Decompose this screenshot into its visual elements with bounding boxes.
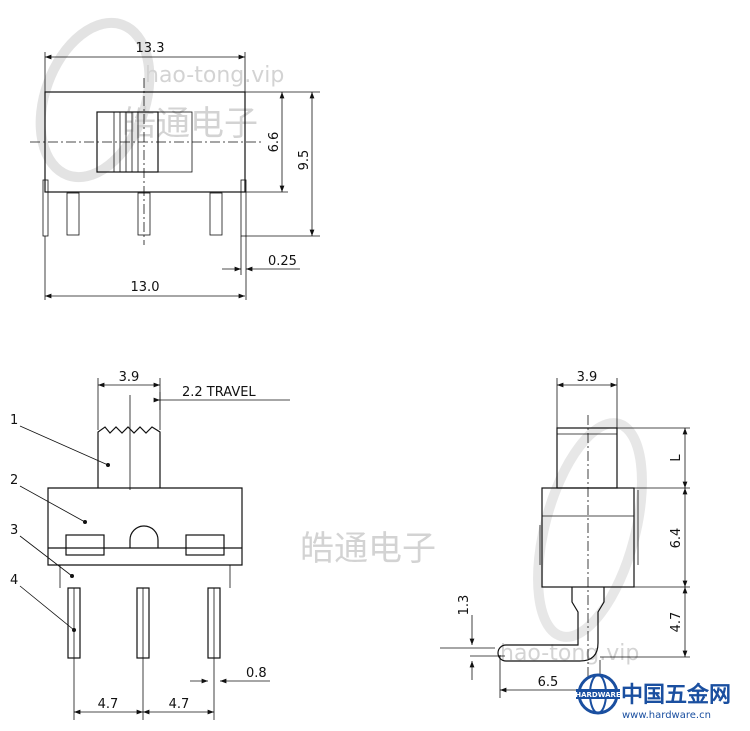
dim-body-height: 6.4 (669, 528, 684, 549)
watermark-url: hao-tong.vip (145, 63, 284, 88)
dim-pin-thickness: 0.25 (268, 254, 297, 269)
logo-badge: HARDWARE (575, 691, 621, 699)
watermark-name-2: 皓通电子 (300, 529, 436, 569)
dim-travel: 2.2 TRAVEL (182, 385, 256, 400)
top-view: 13.3 6.6 9.5 0.25 13.0 (30, 41, 320, 300)
dim-actuator-width: 3.9 (119, 370, 140, 385)
dim-pin-length: 4.7 (669, 612, 684, 633)
logo-url: www.hardware.cn (622, 710, 711, 721)
dim-width-bottom: 13.0 (131, 280, 160, 295)
front-view: 3.9 2.2 TRAVEL 4.7 4.7 0.8 1 2 3 4 (10, 370, 290, 720)
watermark-name: 皓通电子 (122, 104, 258, 144)
dim-bend-length: 6.5 (538, 675, 559, 690)
watermark: hao-tong.vip 皓通电子 hao-tong.vip 皓通电子 (35, 17, 647, 666)
dim-pitch-right: 4.7 (169, 697, 190, 712)
callout-4: 4 (10, 573, 18, 588)
dim-pin-width: 0.8 (246, 666, 267, 681)
dim-bend-height: 1.3 (457, 595, 472, 616)
dim-side-actuator-width: 3.9 (577, 370, 598, 385)
dim-pitch-left: 4.7 (98, 697, 119, 712)
logo-title: 中国五金网 (621, 682, 731, 708)
dim-actuator-length: L (669, 454, 684, 462)
dim-total-height: 9.5 (297, 150, 312, 171)
callout-1: 1 (10, 413, 18, 428)
dim-slider-height: 6.6 (267, 132, 282, 153)
callout-2: 2 (10, 473, 18, 488)
callout-3: 3 (10, 523, 18, 538)
hardware-logo: HARDWARE 中国五金网 www.hardware.cn (575, 673, 731, 721)
side-view: 3.9 6.5 1.3 L 6.4 4.7 (440, 370, 690, 698)
dim-width-top: 13.3 (136, 41, 165, 56)
